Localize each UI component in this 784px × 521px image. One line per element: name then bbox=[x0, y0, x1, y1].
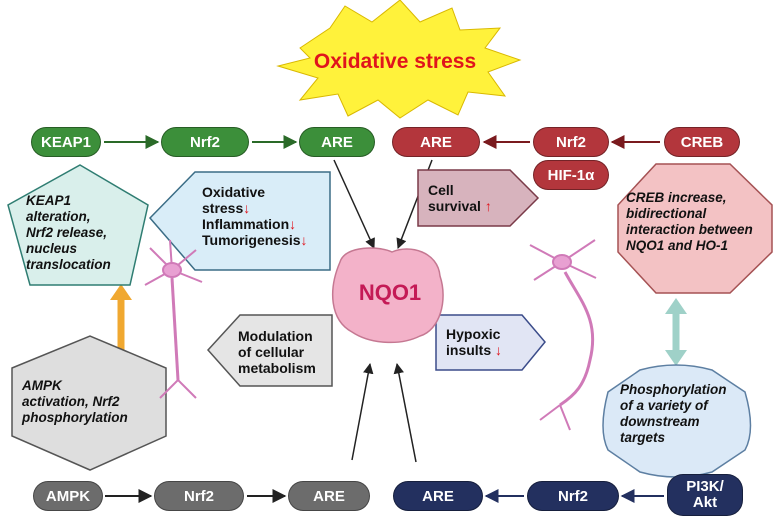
ampk-note-shape bbox=[11, 335, 167, 471]
cell-survival: Cell survival ↑ bbox=[428, 182, 492, 214]
neuron-right bbox=[529, 239, 597, 431]
creb-note-shape bbox=[617, 163, 773, 294]
node-keap1: KEAP1 bbox=[31, 127, 101, 157]
arrow-to-nqo1-1 bbox=[333, 159, 375, 249]
effects-shape bbox=[148, 171, 331, 271]
node-nrf2-bottom-right: Nrf2 bbox=[527, 481, 619, 511]
diagram-title: Oxidative stress bbox=[313, 50, 477, 73]
cell-survival-shape bbox=[417, 169, 540, 227]
down-arrow-icon: ↓ bbox=[300, 232, 308, 248]
node-nrf2-top-left: Nrf2 bbox=[161, 127, 249, 157]
nqo1-blob bbox=[331, 247, 444, 344]
up-arrow-icon: ↑ bbox=[484, 198, 492, 214]
node-are-top-right: ARE bbox=[392, 127, 480, 157]
node-are-bottom-right: ARE bbox=[393, 481, 483, 511]
creb-note: CREB increase, bidirectional interaction… bbox=[626, 190, 753, 253]
node-ampk: AMPK bbox=[33, 481, 103, 511]
hypoxic-note: Hypoxic insults ↓ bbox=[446, 326, 503, 358]
oxidative-stress-burst bbox=[276, 0, 522, 119]
down-arrow-icon: ↓ bbox=[289, 216, 297, 232]
node-nrf2-top-right: Nrf2 bbox=[533, 127, 609, 157]
keap1-note-shape bbox=[7, 164, 149, 286]
node-creb: CREB bbox=[664, 127, 740, 157]
nqo1-label: NQO1 bbox=[358, 280, 422, 305]
node-are-top-left: ARE bbox=[299, 127, 375, 157]
node-are-bottom-left: ARE bbox=[288, 481, 370, 511]
node-hif1a: HIF-1α bbox=[533, 160, 609, 190]
phospho-note: Phosphorylation of a variety of downstre… bbox=[620, 382, 727, 445]
double-arrow-teal bbox=[665, 298, 687, 366]
arrow-to-nqo1-3 bbox=[351, 362, 374, 461]
hypoxic-shape bbox=[435, 314, 546, 371]
node-nrf2-bottom-left: Nrf2 bbox=[154, 481, 244, 511]
keap1-note: KEAP1 alteration, Nrf2 release, nucleus … bbox=[26, 193, 111, 272]
modulation-note: Modulation of cellular metabolism bbox=[238, 328, 316, 376]
effects-list: Oxidative stress↓ Inflammation↓ Tumorige… bbox=[202, 184, 308, 248]
neuron-left bbox=[144, 239, 203, 399]
down-arrow-icon: ↓ bbox=[243, 200, 251, 216]
phospho-note-shape bbox=[602, 364, 752, 478]
node-pi3k-akt: PI3K/ Akt bbox=[667, 474, 743, 516]
ampk-note: AMPK activation, Nrf2 phosphorylation bbox=[22, 378, 128, 425]
arrow-to-nqo1-4 bbox=[393, 362, 417, 463]
down-arrow-icon: ↓ bbox=[495, 342, 503, 358]
modulation-shape bbox=[206, 314, 333, 387]
